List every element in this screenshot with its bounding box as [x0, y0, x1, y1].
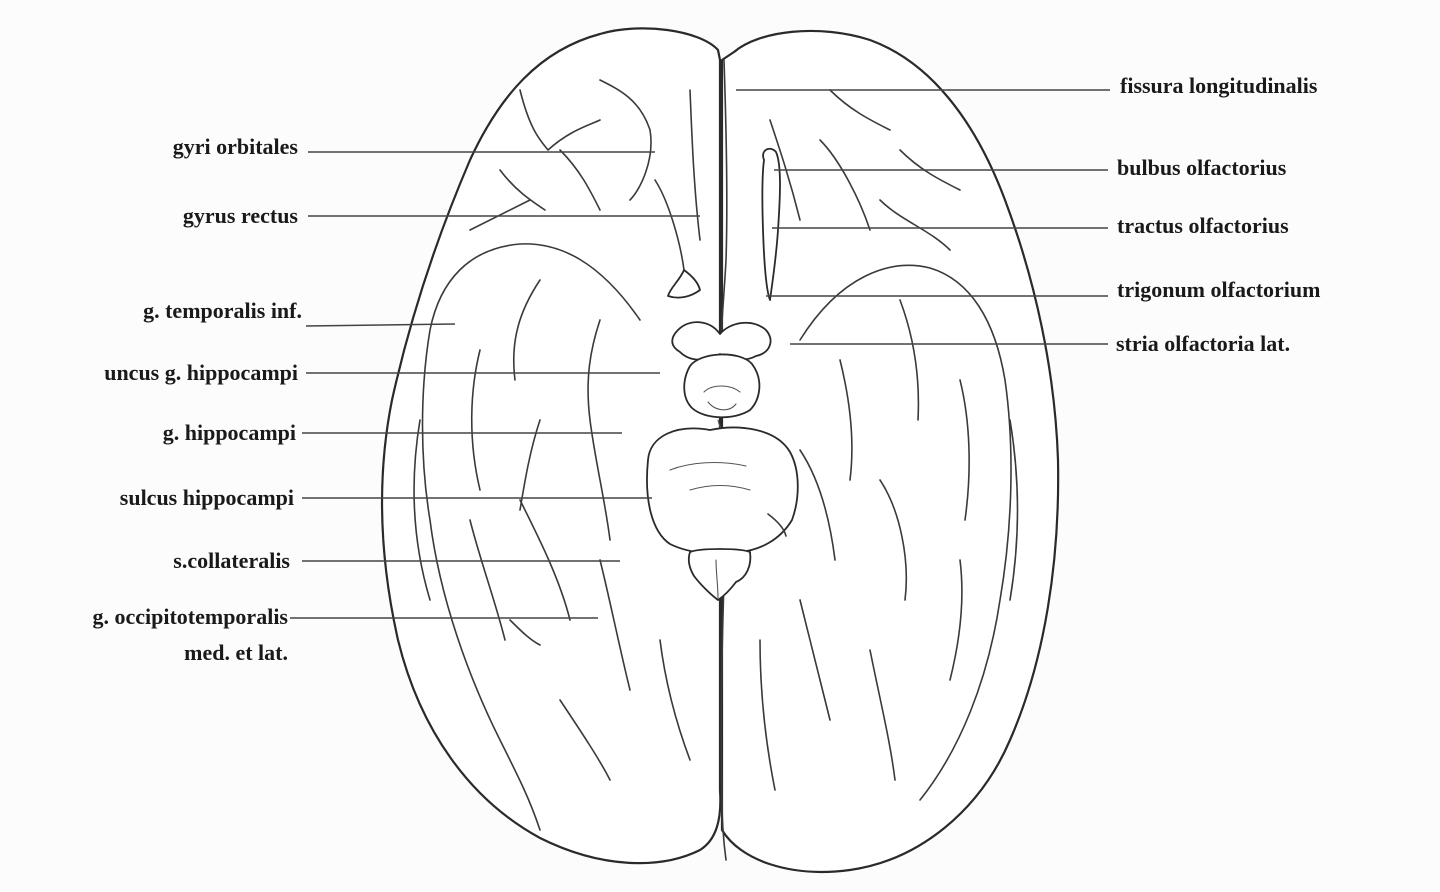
right-temporal-lobe: [799, 264, 1012, 801]
right-hemisphere: [720, 29, 1060, 873]
olfactory-bulb: [761, 147, 781, 301]
leader-g-temporalis-inf: [305, 323, 456, 327]
left-temporal-lobe: [421, 243, 641, 831]
left-hemisphere: [380, 27, 722, 865]
label-trigonum-olfactorium: trigonum olfactorium: [1117, 277, 1321, 302]
label-tractus-olfactorius: tractus olfactorius: [1117, 213, 1289, 238]
label-gyrus-rectus: gyrus rectus: [182, 203, 298, 228]
label-stria-olfactoria-lat: stria olfactoria lat.: [1116, 331, 1291, 356]
label-uncus-g-hippocampi: uncus g. hippocampi: [104, 360, 298, 385]
pons: [646, 426, 799, 555]
label-gyri-orbitales: gyri orbitales: [172, 134, 298, 159]
label-g-occipitotemporalis: g. occipitotemporalis: [92, 604, 288, 629]
longitudinal-fissure: [720, 59, 728, 361]
label-s-collateralis: s.collateralis: [173, 548, 290, 573]
medulla: [687, 548, 752, 601]
label-g-temporalis-inf: g. temporalis inf.: [143, 298, 302, 323]
optic-chiasm: [671, 321, 772, 361]
label-sulcus-hippocampi: sulcus hippocampi: [119, 485, 294, 510]
label-fissura-longitudinalis: fissura longitudinalis: [1120, 73, 1318, 98]
label-bulbus-olfactorius: bulbus olfactorius: [1117, 155, 1287, 180]
label-med-et-lat: med. et lat.: [184, 640, 288, 665]
label-g-hippocampi: g. hippocampi: [162, 420, 296, 445]
